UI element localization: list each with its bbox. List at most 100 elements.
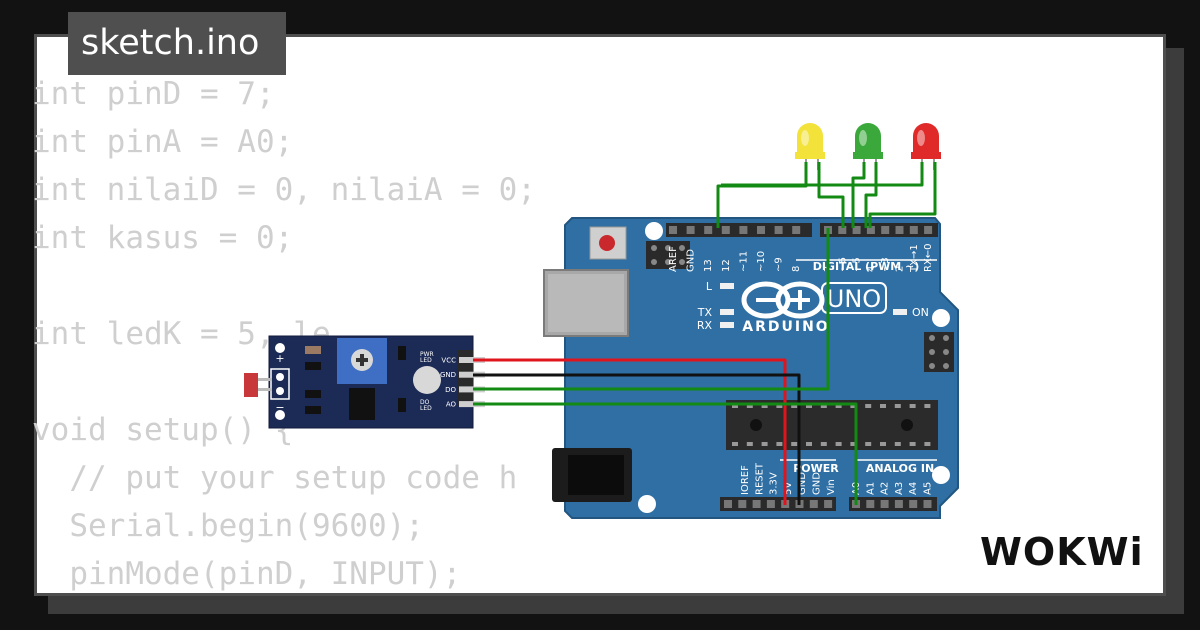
green-led[interactable] — [853, 123, 883, 170]
uno-badge — [821, 282, 887, 314]
analog-pin-label: A2 — [880, 482, 891, 495]
code-line: int pinD = 7; — [32, 76, 275, 112]
power-pin-hole[interactable] — [738, 500, 747, 508]
digital-pin-label: 8 — [791, 266, 802, 272]
analog-pin-label: A1 — [865, 482, 876, 495]
rx-label: RX — [697, 319, 713, 332]
code-line: int nilaiD = 0, nilaiA = 0; — [32, 172, 536, 208]
power-pin-label: GND — [812, 472, 823, 495]
digital-pin-hole[interactable] — [852, 226, 861, 234]
mounting-hole — [932, 466, 950, 484]
photoresistor — [413, 366, 441, 394]
atmega-chip — [726, 400, 938, 450]
power-pin-hole[interactable] — [824, 500, 833, 508]
arduino-brand: ARDUINO — [742, 319, 829, 335]
digital-pin-hole[interactable] — [721, 226, 730, 234]
digital-pin-hole[interactable] — [739, 226, 748, 234]
module-pin[interactable] — [459, 401, 485, 408]
analog-pin-hole[interactable] — [909, 500, 918, 508]
digital-pin-hole[interactable] — [866, 226, 875, 234]
plus-label: + — [275, 352, 284, 365]
digital-pin-label: ~9 — [774, 257, 785, 272]
analog-pin-hole[interactable] — [923, 500, 932, 508]
file-tab[interactable]: sketch.ino — [68, 12, 286, 75]
code-line: Serial.begin(9600); — [32, 508, 424, 544]
analog-label: ANALOG IN — [866, 462, 934, 475]
wokwi-logo-text: WOKWi — [980, 530, 1144, 574]
tx-label: TX — [697, 306, 713, 319]
module-pin-label: GND — [440, 371, 456, 379]
power-pin-hole[interactable] — [809, 500, 818, 508]
power-pin-label: GND — [797, 472, 808, 495]
power-pin-label: IOREF — [740, 465, 751, 495]
rx-led — [720, 322, 734, 328]
yellow-led[interactable] — [795, 123, 825, 170]
minus-label: − — [275, 401, 284, 414]
digital-pin-label: GND — [686, 249, 697, 272]
digital-pin-label: ~10 — [756, 251, 767, 272]
power-header — [720, 497, 836, 511]
comparator-chip — [349, 388, 375, 420]
digital-pin-label: ~6 — [837, 257, 848, 272]
digital-pin-hole[interactable] — [757, 226, 765, 234]
on-led — [893, 309, 907, 315]
module-pin-label: AO — [446, 401, 457, 409]
analog-pin-label: A3 — [894, 482, 905, 495]
digital-pin-hole[interactable] — [774, 226, 783, 234]
code-editor[interactable]: int pinD = 7; int pinA = A0; int nilaiD = … — [32, 70, 536, 598]
digital-pin-hole[interactable] — [881, 226, 890, 234]
digital-label: DIGITAL (PWM ~) — [813, 260, 920, 273]
power-pin-hole[interactable] — [752, 500, 761, 508]
wires — [473, 162, 937, 505]
digital-pin-label: ~3 — [880, 257, 891, 272]
digital-pin-hole[interactable] — [792, 226, 801, 234]
digital-pin-label: 12 — [721, 259, 732, 272]
code-line: int pinA = A0; — [32, 124, 294, 160]
module-pin-label: VCC — [441, 357, 456, 365]
on-label: ON — [912, 306, 929, 319]
digital-pin-hole[interactable] — [704, 226, 713, 234]
module-pin[interactable] — [459, 386, 485, 393]
power-pin-hole[interactable] — [724, 500, 732, 508]
digital-pin-hole[interactable] — [895, 226, 904, 234]
digital-pin-label: ~5 — [852, 257, 863, 272]
analog-pin-hole[interactable] — [894, 500, 903, 508]
analog-pin-hole[interactable] — [880, 500, 889, 508]
digital-pin-label: AREF — [668, 246, 679, 272]
tx-led — [720, 309, 734, 315]
digital-pin-label: ~11 — [738, 251, 749, 272]
module-pin[interactable] — [459, 371, 485, 378]
code-line: pinMode(pinD, INPUT); — [32, 556, 462, 592]
analog-pin-label: A4 — [908, 482, 919, 495]
mounting-hole — [645, 222, 663, 240]
digital-pin-label: 4 — [866, 266, 877, 272]
digital-pin-hole[interactable] — [686, 226, 695, 234]
l-led — [720, 283, 734, 289]
digital-pin-hole[interactable] — [669, 226, 677, 234]
analog-pin-hole[interactable] — [866, 500, 875, 508]
wokwi-logo: WOKWi — [980, 530, 1144, 574]
reset-button[interactable] — [589, 226, 627, 260]
code-line: int ledK = 5, le — [32, 316, 331, 352]
power-label: POWER — [793, 462, 839, 475]
digital-pin-label: TX→1 — [909, 244, 920, 273]
l-label: L — [706, 280, 713, 293]
power-pin-label: RESET — [754, 462, 765, 495]
digital-pin-hole[interactable] — [838, 226, 847, 234]
digital-header-right — [820, 223, 938, 237]
icsp-header-top — [646, 241, 690, 269]
digital-pin-hole[interactable] — [924, 226, 933, 234]
digital-pin-label: 13 — [703, 259, 714, 272]
power-pin-hole[interactable] — [766, 500, 775, 508]
mounting-hole — [638, 495, 656, 513]
code-line: int kasus = 0; — [32, 220, 294, 256]
mounting-hole — [932, 309, 950, 327]
module-pin[interactable] — [459, 357, 485, 363]
digital-pin-hole[interactable] — [909, 226, 918, 234]
digital-pin-label: 2 — [895, 266, 906, 272]
digital-pin-label: RX←0 — [923, 243, 934, 272]
